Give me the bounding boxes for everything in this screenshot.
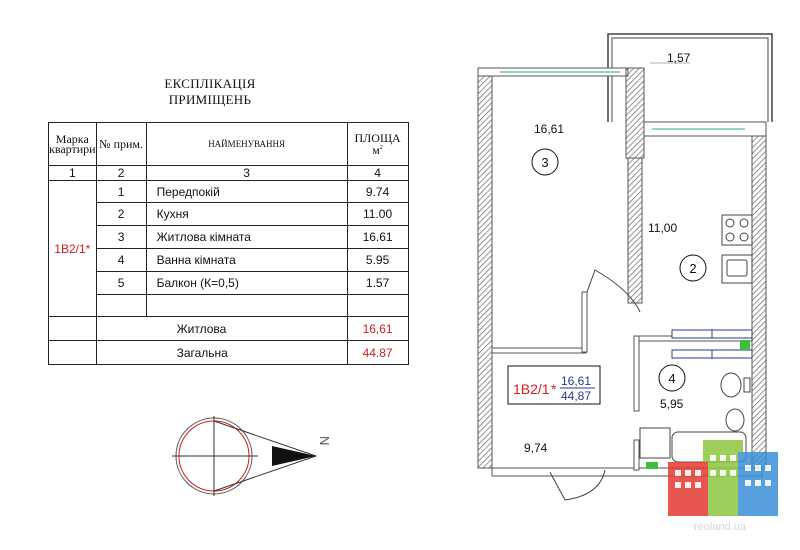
room-name: Кухня	[145, 202, 348, 226]
kitchen-number: 2	[689, 261, 696, 276]
header-area-sup: 2	[379, 145, 383, 151]
wall-east	[751, 121, 767, 469]
wall-living-kitchen	[625, 67, 645, 159]
bath-marker	[658, 364, 686, 392]
kitchen-fixtures	[671, 214, 753, 359]
compass-arrow	[272, 446, 316, 466]
header-room-no: № прим.	[95, 122, 147, 166]
rooms-table: Марка квартири № прим. НАЙМЕНУВАННЯ ПЛОЩ…	[48, 122, 409, 365]
room-area: 1.57	[346, 271, 409, 295]
watermark-text: reoland.ua	[694, 521, 747, 533]
apartment-mark-box: 1В2/1 * 16,61 44,87	[507, 365, 601, 405]
room-area: 5.95	[346, 248, 409, 272]
explication-title: ЕКСПЛІКАЦІЯ ПРИМІЩЕНЬ	[164, 76, 256, 107]
mark-box-star: *	[551, 381, 557, 397]
hall-area: 9,74	[524, 441, 548, 455]
header-area-label: ПЛОЩА	[354, 131, 401, 145]
room-name: Житлова кімната	[145, 225, 348, 249]
balcony	[607, 33, 773, 122]
room-area: 16.61	[346, 225, 409, 249]
total-label: Загальна	[95, 340, 348, 365]
header-area: ПЛОЩА м2	[346, 122, 409, 166]
mark-box-living: 16,61	[561, 374, 591, 388]
wall-west	[477, 67, 493, 469]
mark-box-code: 1В2/1	[513, 381, 550, 397]
mark-box-total: 44,87	[561, 389, 591, 403]
living-room-marker	[531, 148, 559, 176]
empty-cell	[48, 340, 97, 365]
bath-number: 4	[668, 371, 675, 386]
kitchen-area: 11,00	[648, 221, 677, 235]
apartment-mark: 1В2/1*	[48, 180, 97, 317]
walls	[477, 67, 767, 501]
toilet	[720, 372, 742, 398]
header-apt-mark: Марка квартири	[48, 122, 97, 166]
watermark-logo: reoland.ua	[668, 440, 778, 533]
washbasin	[725, 408, 745, 432]
room-no: 4	[95, 248, 147, 272]
logo-green-block	[703, 440, 743, 516]
compass-north-letter: N	[317, 436, 332, 445]
kitchen-marker	[679, 254, 707, 282]
living-room-number: 3	[541, 155, 548, 170]
living-area: 16,61	[534, 122, 564, 136]
bath-area: 5,95	[660, 397, 684, 411]
total-value: 44.87	[346, 340, 409, 365]
room-area: 11.00	[346, 202, 409, 226]
stove	[721, 214, 753, 246]
balcony-area: 1,57	[667, 51, 691, 65]
compass: N	[172, 416, 332, 496]
header-area-unit: м	[372, 143, 380, 157]
room-area: 9.74	[346, 180, 409, 203]
